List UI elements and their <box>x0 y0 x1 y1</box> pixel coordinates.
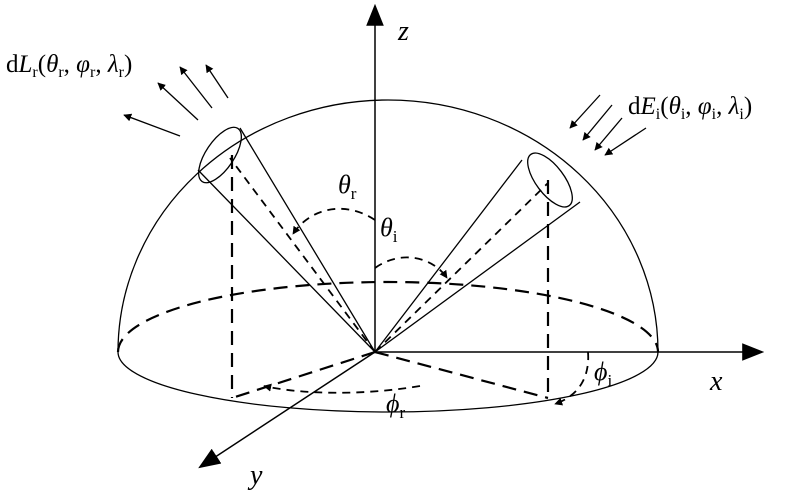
y-axis <box>198 351 376 469</box>
phi-r-arc <box>263 383 421 394</box>
theta-r-label: θr <box>338 170 357 203</box>
theta-r-arc <box>292 207 376 235</box>
irradiance-label: dEi(θi, φi, λi) <box>628 93 752 123</box>
radiance-label: dLr(θr, φr, λr) <box>6 51 132 81</box>
irradiance-arrows <box>569 94 647 156</box>
y-axis-label: y <box>247 460 263 491</box>
base-ellipse-front <box>117 351 659 413</box>
reflected-projection-base <box>231 350 376 400</box>
incident-cone-aperture <box>527 152 573 208</box>
phi-i-label: ϕi <box>594 357 612 390</box>
theta-i-arc <box>374 256 448 279</box>
phi-r-label: ϕr <box>386 389 405 422</box>
incident-cone <box>374 152 581 353</box>
z-axis-label: z <box>397 16 409 47</box>
x-axis-label: x <box>709 366 723 397</box>
radiance-arrows <box>123 64 229 137</box>
phi-i-arc <box>554 351 590 406</box>
hemisphere-arc <box>117 99 659 353</box>
incident-projection-base <box>374 350 549 400</box>
theta-i-label: θi <box>380 213 398 246</box>
base-ellipse-back <box>116 280 660 353</box>
